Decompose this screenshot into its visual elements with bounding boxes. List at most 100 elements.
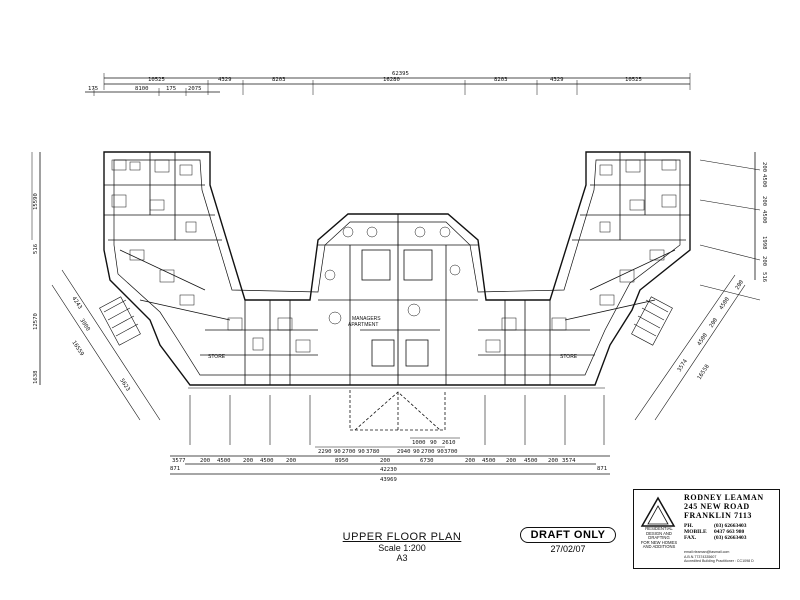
dim-bottom-15: 3574 [562, 458, 576, 464]
dim-left-3: 12570 [33, 313, 39, 330]
dim-mid-left-3: 2700 [342, 449, 355, 455]
dim-bottom-14: 200 [548, 458, 558, 464]
dim-left-1: 15590 [33, 193, 39, 210]
dim-bottom-13: 4500 [524, 458, 537, 464]
building-outline [103, 151, 691, 386]
triangle-logo-icon [640, 496, 676, 527]
dim-top-2: 4329 [218, 77, 231, 83]
dim-mid-left-1: 2290 [318, 449, 331, 455]
dim-bottom-6: 200 [286, 458, 296, 464]
inner-wall-outline [113, 159, 681, 376]
plan-sheet-size: A3 [396, 553, 408, 563]
designer-town: FRANKLIN 7113 [684, 511, 753, 520]
dim-right-2: 4500 [761, 174, 767, 187]
room-label-store-left: STORE [208, 354, 226, 360]
title-block: RESIDENTIAL DESIGN AND DRAFTING FOR NEW … [633, 489, 780, 569]
phone-label: PH. [684, 523, 694, 529]
dim-mid-top-3: 2610 [442, 440, 455, 446]
designer-street: 245 NEW ROAD [684, 502, 750, 511]
draft-label: DRAFT ONLY [520, 527, 616, 543]
dim-top-5: 8203 [494, 77, 507, 83]
footer-abn: A.B.N.77374335607 [684, 554, 717, 559]
plan-scale: Scale 1:200 [378, 543, 426, 553]
dim-bottom-4: 200 [243, 458, 253, 464]
dim-bottom-8: 200 [380, 458, 390, 464]
dim-bottom-left-small: 871 [170, 466, 180, 472]
dim-top-1: 10525 [148, 77, 165, 83]
dim-right-6: 200 [761, 256, 767, 266]
plan-title: UPPER FLOOR PLAN [342, 531, 462, 543]
dim-bottom-10: 200 [465, 458, 475, 464]
logo-line-2: DESIGN AND [646, 530, 672, 536]
dim-right-5: 1998 [761, 236, 767, 250]
dim-mid-right-4: 90 [437, 449, 444, 455]
dim-left-diag-4: 5623 [118, 378, 130, 393]
dim-top-3: 8203 [272, 77, 285, 83]
dim-right-diag-3: 200 [709, 317, 720, 329]
mobile-label: MOBILE [684, 529, 707, 536]
dim-left-diag-2: 3000 [78, 318, 90, 333]
draft-date: 27/02/07 [550, 544, 586, 554]
dim-row2-2: 8100 [135, 86, 148, 92]
dim-right-7: 516 [761, 272, 767, 282]
dim-bottom-3: 4500 [217, 458, 230, 464]
dim-mid-right-1: 2940 [397, 449, 410, 455]
designer-footer: email:rleaman@tasmail.com A.B.N.77374335… [684, 550, 754, 564]
logo-line-4: FOR NEW HOMES [640, 539, 678, 545]
logo-line-3: DRAFTING [648, 535, 670, 541]
room-label-store-right: STORE [560, 354, 578, 360]
dim-bottom-2: 200 [200, 458, 210, 464]
logo-caption: RESIDENTIAL DESIGN AND DRAFTING FOR NEW … [636, 526, 682, 550]
dim-mid-right-3: 2700 [421, 449, 434, 455]
dim-right-diag-4: 4500 [697, 333, 709, 348]
logo-line-1: RESIDENTIAL [645, 526, 673, 531]
dim-bottom-overall: 43969 [380, 477, 397, 483]
dim-left-2: 516 [33, 244, 39, 254]
dim-row2-4: 2075 [188, 86, 201, 92]
designer-name: RODNEY LEAMAN [684, 493, 764, 502]
dim-mid-left-5: 3780 [366, 449, 379, 455]
dim-right-4: 4500 [761, 210, 767, 223]
dim-top-4: 16280 [383, 77, 400, 83]
fax-value: (03) 62663403 [714, 535, 747, 542]
dim-mid-top-2: 90 [430, 440, 437, 446]
footer-accreditation: Accredited Building Practitioner : CC109… [684, 559, 754, 564]
dim-mid-right-5: 3700 [444, 449, 457, 455]
dim-bottom-1: 3577 [172, 458, 185, 464]
dim-bottom-12: 200 [506, 458, 516, 464]
dim-right-diag-6: 16558 [697, 363, 712, 381]
plan-title-block: UPPER FLOOR PLAN Scale 1:200 A3 [312, 531, 492, 563]
dim-bottom-9: 6730 [420, 458, 433, 464]
draft-stamp: DRAFT ONLY 27/02/07 [520, 527, 616, 554]
designer-contact: PH. (03) 62663403 MOBILE 0437 663 980 FAX.… [684, 523, 747, 542]
room-label-apartment: APARTMENT [348, 322, 378, 328]
dim-bottom-inner: 42230 [380, 467, 397, 473]
dim-row2-3: 175 [166, 86, 176, 92]
logo-line-5: AND ADDITIONS [642, 544, 676, 550]
dim-left-4: 1638 [33, 370, 39, 384]
dim-mid-top-1: 1000 [412, 440, 425, 446]
dim-overall: 62395 [392, 71, 409, 77]
dim-right-diag-1: 200 [735, 279, 746, 291]
dim-mid-right-2: 90 [413, 449, 420, 455]
dim-bottom-7: 8950 [335, 458, 348, 464]
dim-row2-1: 175 [88, 86, 98, 92]
dim-right-1: 200 [761, 162, 767, 172]
fax-label: FAX. [684, 535, 697, 542]
phone-value: (03) 62663403 [714, 523, 747, 529]
dim-left-diag-1: 4243 [70, 296, 82, 311]
dim-bottom-11: 4500 [482, 458, 495, 464]
dim-bottom-right-small: 871 [597, 466, 607, 472]
dim-left-diag-3: 16559 [70, 340, 84, 357]
footer-email: email:rleaman@tasmail.com [684, 550, 730, 554]
room-label-managers: MANAGERS [352, 316, 381, 322]
dim-top-7: 10525 [625, 77, 642, 83]
dim-top-6: 4329 [550, 77, 563, 83]
dim-bottom-5: 4500 [260, 458, 273, 464]
dim-mid-left-2: 90 [334, 449, 341, 455]
mobile-value: 0437 663 980 [714, 529, 745, 536]
designer-address: RODNEY LEAMAN 245 NEW ROAD FRANKLIN 7113 [684, 493, 764, 520]
dim-mid-left-4: 90 [358, 449, 365, 455]
dim-right-3: 200 [761, 196, 767, 206]
